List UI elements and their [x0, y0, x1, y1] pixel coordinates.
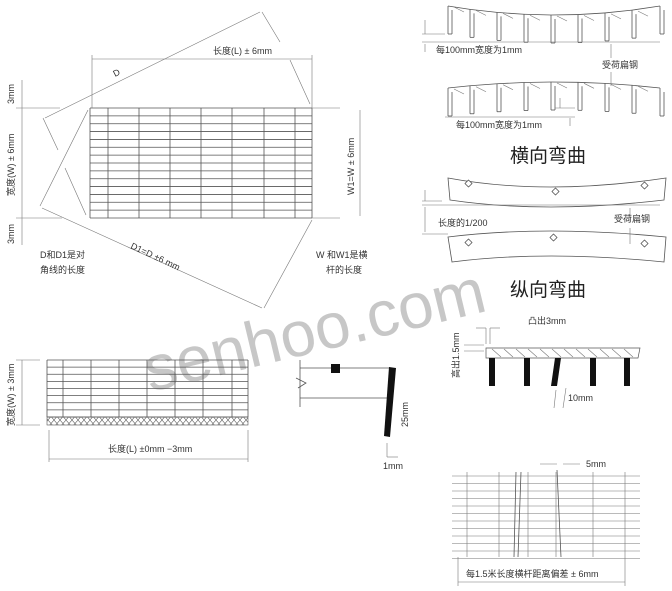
grating-line	[447, 85, 471, 89]
protrude-label: 凸出3mm	[528, 315, 566, 326]
grating-line	[469, 83, 498, 87]
grating-line	[453, 6, 465, 13]
grating-line	[583, 15, 595, 21]
crossbar-spacing-dims	[457, 463, 626, 586]
grating-line	[513, 471, 517, 558]
grating-line	[577, 81, 606, 84]
longitudinal-bending-title: 纵向弯曲	[510, 279, 586, 301]
lateral-bending-top	[447, 5, 665, 44]
protrusion-detail	[464, 327, 641, 409]
grating-line	[496, 11, 525, 15]
grating-line	[475, 10, 487, 16]
width-tolerance-label: 宽度(W) ± 6mm	[5, 134, 16, 196]
grating-line	[496, 82, 525, 85]
grating-line	[491, 348, 502, 358]
width-note-line1: W 和W1是横	[316, 249, 368, 260]
diagonal-note-line1: D和D1是对	[40, 249, 85, 260]
grating-line	[556, 469, 562, 558]
grating-line	[539, 348, 550, 358]
cut-width-label: 宽度(W) ± 3mm	[5, 364, 16, 426]
tilt-label: 10mm	[568, 393, 593, 403]
grating-line	[453, 88, 465, 95]
watermark: senhoo.com	[136, 254, 492, 405]
lateral-top-note: 每100mm宽度为1mm	[436, 44, 522, 55]
bottom-tolerance-label: 3mm	[6, 224, 16, 244]
grating-line	[517, 471, 522, 558]
grating-line	[502, 84, 514, 91]
longitudinal-load-bar-label: 受荷扁钢	[614, 213, 650, 224]
grating-line	[637, 10, 649, 17]
grating-line	[587, 348, 598, 358]
edge-band-detail	[295, 360, 398, 458]
longitudinal-bending-bars	[422, 177, 667, 263]
grating-line	[623, 348, 634, 358]
cut-length-label: 长度(L) ±0mm −3mm	[108, 443, 192, 454]
edge-band-hatch	[46, 416, 249, 426]
grating-line	[604, 82, 633, 86]
lateral-bending-bottom	[447, 81, 665, 117]
grating-line	[610, 84, 622, 90]
grating-line	[529, 83, 541, 89]
diagonal-d1-label: D1=D ±6 mm	[129, 241, 181, 273]
main-grating-panel	[89, 107, 313, 219]
width-note-line2: 杆的长度	[326, 264, 362, 275]
grating-line	[515, 348, 526, 358]
height-above-label: 高出1.5mm	[450, 332, 461, 378]
lateral-bending-title: 横向弯曲	[510, 145, 586, 167]
w1-tolerance-label: W1=W ± 6mm	[346, 138, 356, 195]
grating-line	[575, 348, 586, 358]
grating-line	[583, 83, 595, 89]
grating-line	[637, 85, 649, 92]
grating-line	[502, 13, 514, 19]
grating-line	[447, 5, 471, 10]
grating-line	[551, 348, 562, 358]
grating-line	[556, 82, 568, 89]
crossbar-spacing-note: 每1.5米长度横杆距离偏差 ± 6mm	[466, 568, 598, 579]
length-tolerance-label: 长度(L) ± 6mm	[213, 45, 272, 56]
edge-height-label: 25mm	[400, 402, 410, 427]
top-tolerance-label: 3mm	[6, 84, 16, 104]
cut-grating-panel	[46, 359, 249, 418]
grating-line	[631, 84, 661, 89]
grating-line	[563, 348, 574, 358]
grating-line	[556, 15, 568, 22]
grating-line	[611, 348, 622, 358]
main-dimension-lines	[16, 11, 361, 309]
lateral-bottom-note: 每100mm宽度为1mm	[456, 119, 542, 130]
grating-line	[523, 13, 552, 16]
lateral-bending-dims	[422, 20, 660, 126]
grating-line	[610, 13, 622, 20]
grating-line	[577, 12, 606, 15]
longitudinal-note: 长度的1/200	[438, 217, 488, 228]
grating-line	[604, 9, 633, 14]
grating-line	[599, 348, 610, 358]
lateral-load-bar-label: 受荷扁钢	[602, 59, 638, 70]
grating-line	[631, 5, 661, 11]
gap-label: 5mm	[586, 459, 606, 469]
edge-offset-label: 1mm	[383, 461, 403, 471]
diagonal-d-label: D	[111, 67, 122, 79]
crossbar-spacing-grating	[452, 469, 640, 559]
grating-line	[529, 15, 541, 21]
grating-line	[503, 348, 514, 358]
grating-line	[469, 8, 498, 13]
grating-line	[527, 348, 538, 358]
diagonal-note-line2: 角线的长度	[40, 264, 85, 275]
grating-line	[475, 86, 487, 93]
